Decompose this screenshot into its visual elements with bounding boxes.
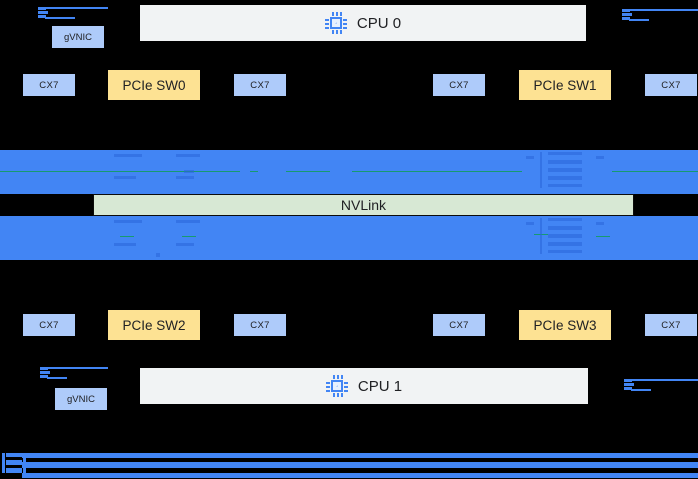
- cpu1-label: CPU 1: [357, 377, 403, 395]
- pcie-sw0[interactable]: PCIe SW0: [108, 70, 200, 100]
- gvnic-link-icon-top-left: [38, 6, 108, 20]
- gvnic-bottom[interactable]: gVNIC: [55, 388, 107, 410]
- gvnic-bottom-label: gVNIC: [67, 393, 95, 405]
- pcie-sw2[interactable]: PCIe SW2: [108, 310, 200, 340]
- cpu0-bar[interactable]: CPU 0: [140, 5, 586, 41]
- cpu0-label: CPU 0: [356, 14, 402, 32]
- cx7-top-2[interactable]: CX7: [433, 74, 485, 96]
- gvnic-top[interactable]: gVNIC: [52, 26, 104, 48]
- cx7-bot-1-label: CX7: [250, 319, 270, 331]
- network-line-bottom: [22, 473, 698, 478]
- gvnic-link-icon-top-right: [622, 8, 698, 22]
- network-line-mid: [22, 462, 698, 468]
- cx7-top-0-label: CX7: [39, 79, 59, 91]
- cx7-bot-0-label: CX7: [39, 319, 59, 331]
- cx7-top-2-label: CX7: [449, 79, 469, 91]
- pcie-sw3-label: PCIe SW3: [533, 317, 597, 333]
- cx7-bot-0[interactable]: CX7: [23, 314, 75, 336]
- gvnic-top-label: gVNIC: [64, 31, 92, 43]
- nvlink-label: NVLink: [340, 197, 387, 213]
- cx7-top-0[interactable]: CX7: [23, 74, 75, 96]
- cx7-top-1[interactable]: CX7: [234, 74, 286, 96]
- pcie-sw1[interactable]: PCIe SW1: [519, 70, 611, 100]
- cx7-top-1-label: CX7: [250, 79, 270, 91]
- cx7-top-3-label: CX7: [661, 79, 681, 91]
- cpu1-bar[interactable]: CPU 1: [140, 368, 588, 404]
- cx7-bot-2[interactable]: CX7: [433, 314, 485, 336]
- pcie-sw3[interactable]: PCIe SW3: [519, 310, 611, 340]
- nvlink-bar[interactable]: NVLink: [93, 194, 634, 216]
- network-line-top: [22, 453, 698, 458]
- gpu-row-1[interactable]: [0, 216, 698, 260]
- cx7-bot-3-label: CX7: [661, 319, 681, 331]
- pcie-sw0-label: PCIe SW0: [122, 77, 186, 93]
- cx7-bot-2-label: CX7: [449, 319, 469, 331]
- pcie-sw1-label: PCIe SW1: [533, 77, 597, 93]
- pcie-sw2-label: PCIe SW2: [122, 317, 186, 333]
- cx7-top-3[interactable]: CX7: [645, 74, 697, 96]
- cpu-chip-icon: [324, 12, 347, 34]
- gvnic-link-icon-bottom-right: [624, 378, 698, 392]
- gvnic-link-icon-bottom-left: [40, 366, 108, 380]
- cpu-chip-icon: [325, 375, 348, 397]
- cx7-bot-1[interactable]: CX7: [234, 314, 286, 336]
- cx7-bot-3[interactable]: CX7: [645, 314, 697, 336]
- gpu-row-0[interactable]: [0, 150, 698, 194]
- network-bus[interactable]: [0, 450, 698, 479]
